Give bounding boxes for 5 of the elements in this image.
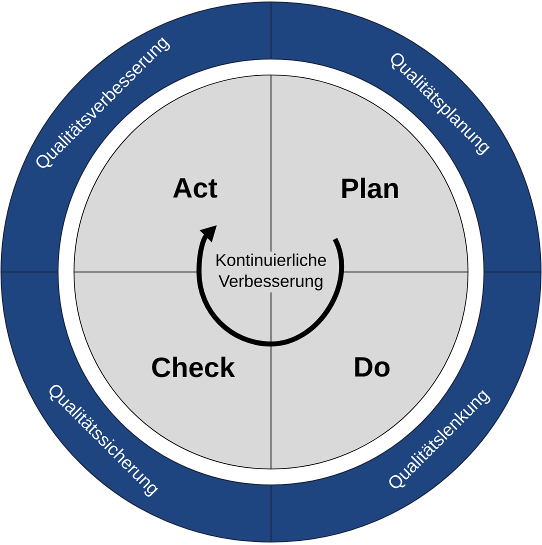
- center-label: Kontinuierliche Verbesserung: [199, 252, 343, 292]
- phase-label: Check: [152, 356, 236, 378]
- phase-label: Plan: [342, 178, 398, 198]
- phase-label: Act: [173, 178, 218, 198]
- phase-label: Do: [355, 357, 390, 377]
